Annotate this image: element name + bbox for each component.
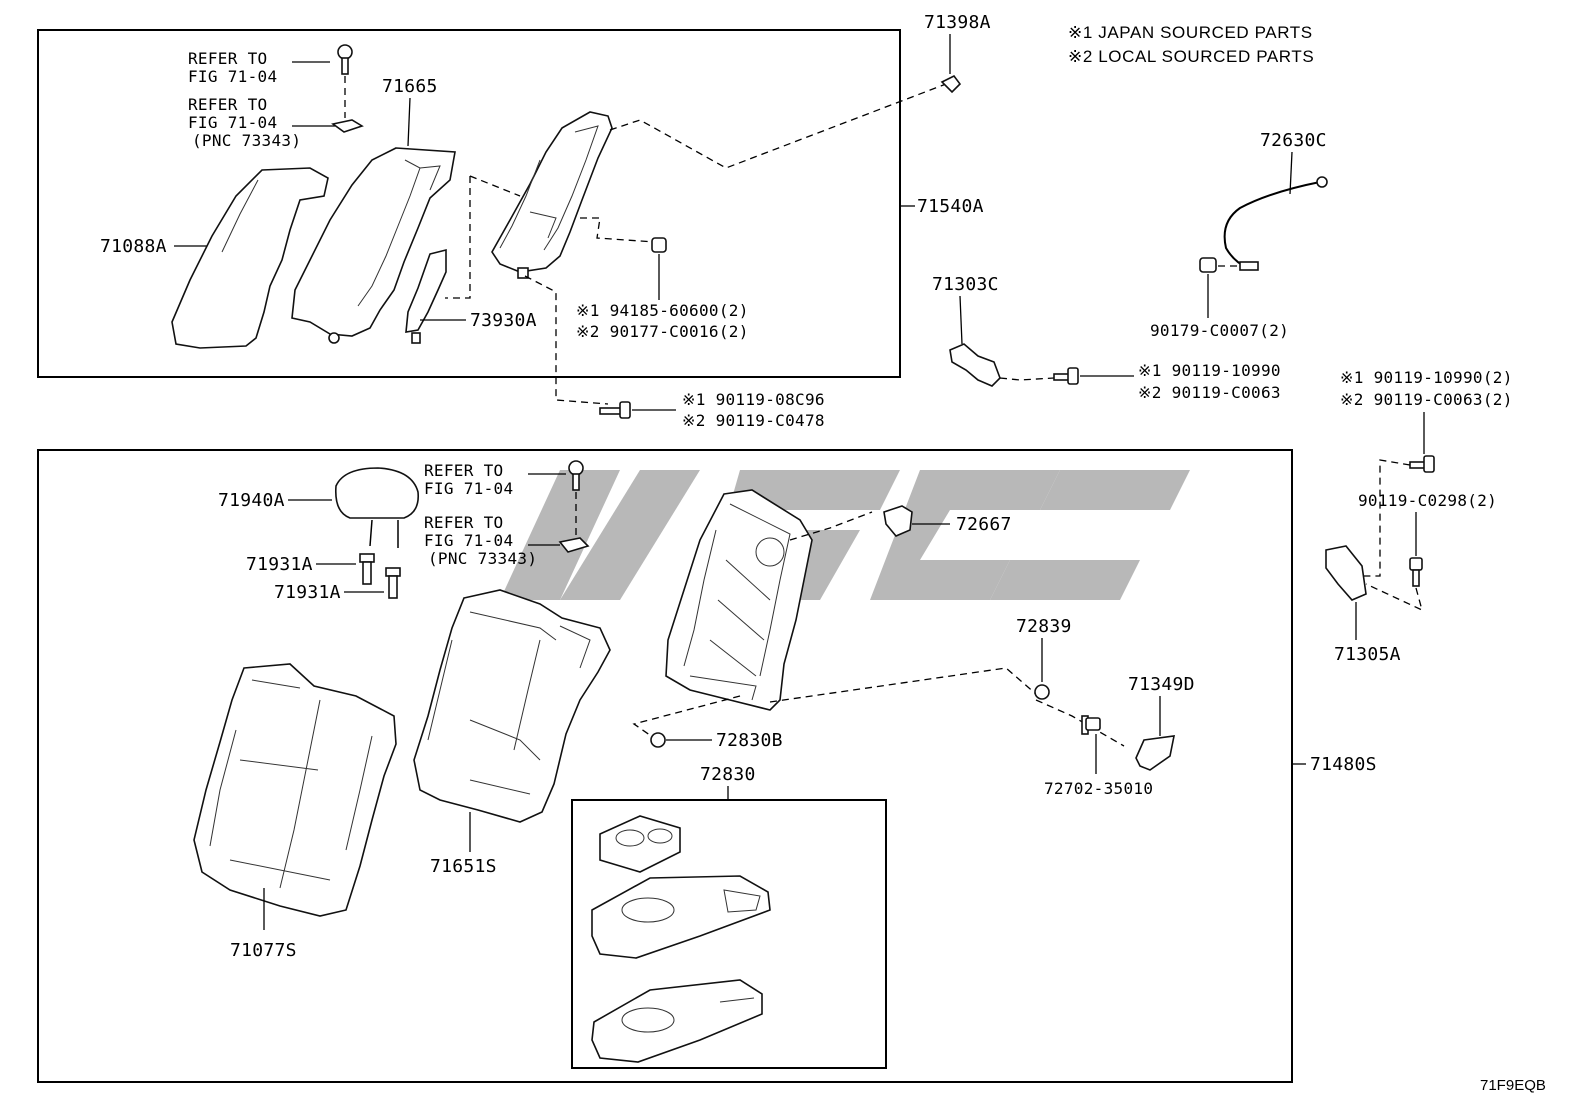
refer-note-lower-1: REFER TO FIG 71-04 <box>424 461 513 498</box>
label-72830: 72830 <box>700 764 756 785</box>
note-local-sourced: ※2 LOCAL SOURCED PARTS <box>1068 47 1314 66</box>
armrest-upper <box>591 875 771 959</box>
headrest-guide-icon <box>385 567 401 599</box>
cable-72630C <box>1223 176 1328 271</box>
label-90179-C0007: 90179-C0007(2) <box>1150 321 1289 340</box>
label-72667: 72667 <box>956 514 1012 535</box>
label-71077S: 71077S <box>230 940 297 961</box>
nut-icon <box>651 237 667 253</box>
label-71088A: 71088A <box>100 236 167 257</box>
label-fastener-d-japan: ※1 90119-10990(2) <box>1340 368 1513 387</box>
svg-text:REFER TO: REFER TO <box>188 49 267 68</box>
label-71305A: 71305A <box>1334 644 1401 665</box>
label-90119-C0298: 90119-C0298(2) <box>1358 491 1497 510</box>
clip-icon <box>331 119 364 133</box>
label-71398A: 71398A <box>924 12 991 33</box>
refer-note-upper-2: REFER TO FIG 71-04 (PNC 73343) <box>188 95 301 150</box>
bolt-icon <box>599 401 631 419</box>
label-72702-35010: 72702-35010 <box>1044 779 1153 798</box>
svg-text:(PNC 73343): (PNC 73343) <box>192 131 301 150</box>
seatback-cover-71088A <box>171 167 329 349</box>
label-71940A: 71940A <box>218 490 285 511</box>
lower-assembly-frame <box>37 449 1293 1083</box>
headrest-guide-icon <box>359 553 375 585</box>
clip-icon <box>558 537 590 553</box>
headrest-71940A <box>334 467 420 548</box>
svg-text:(PNC 73343): (PNC 73343) <box>428 549 537 568</box>
bolt-icon <box>1409 557 1423 587</box>
refer-note-lower-2: REFER TO FIG 71-04 (PNC 73343) <box>424 513 537 568</box>
bolt-icon <box>1053 367 1079 385</box>
label-71480S: 71480S <box>1310 754 1377 775</box>
label-fastener-b-local: ※2 90119-C0478 <box>682 411 825 430</box>
diagram-code: 71F9EQB <box>1480 1077 1546 1094</box>
seatback-pad-71665 <box>291 147 456 344</box>
label-72630C: 72630C <box>1260 130 1327 151</box>
label-71665: 71665 <box>382 76 438 97</box>
label-73930A: 73930A <box>470 310 537 331</box>
armrest-lower <box>591 979 763 1063</box>
label-71540A: 71540A <box>917 196 984 217</box>
screw-icon <box>568 460 584 491</box>
label-71303C: 71303C <box>932 274 999 295</box>
svg-text:FIG 71-04: FIG 71-04 <box>424 531 513 550</box>
side-panel-73930A <box>405 248 447 344</box>
bracket-71303C <box>949 343 1001 387</box>
bracket-71305A <box>1325 545 1367 601</box>
label-72830B: 72830B <box>716 730 783 751</box>
bolt-icon <box>1081 715 1101 735</box>
seatback-frame-lower <box>665 489 813 711</box>
bolt-icon <box>1409 455 1435 473</box>
label-71931A-b: 71931A <box>274 582 341 603</box>
clip-90179 <box>1199 257 1217 273</box>
clip-71398A <box>940 74 962 94</box>
nut-icon <box>1034 684 1050 700</box>
svg-text:FIG 71-04: FIG 71-04 <box>188 113 277 132</box>
label-fastener-a-japan: ※1 94185-60600(2) <box>576 301 749 320</box>
svg-text:REFER TO: REFER TO <box>424 461 503 480</box>
label-71651S: 71651S <box>430 856 497 877</box>
upper-assembly-frame <box>37 29 901 378</box>
svg-text:FIG 71-04: FIG 71-04 <box>424 479 513 498</box>
label-fastener-c-local: ※2 90119-C0063 <box>1138 383 1281 402</box>
label-71349D: 71349D <box>1128 674 1195 695</box>
seatback-cover-71077S <box>193 663 397 917</box>
label-fastener-b-japan: ※1 90119-08C96 <box>682 390 825 409</box>
seatback-pad-71651S <box>413 589 611 823</box>
note-japan-sourced: ※1 JAPAN SOURCED PARTS <box>1068 23 1313 42</box>
seatback-frame <box>491 111 613 279</box>
svg-text:REFER TO: REFER TO <box>188 95 267 114</box>
nut-icon <box>650 732 666 748</box>
svg-text:FIG 71-04: FIG 71-04 <box>188 67 277 86</box>
label-fastener-a-local: ※2 90177-C0016(2) <box>576 322 749 341</box>
refer-note-upper-1: REFER TO FIG 71-04 <box>188 49 277 86</box>
armrest-subassembly-frame <box>571 799 887 1069</box>
cup-holder-insert <box>599 815 681 873</box>
clip-72667 <box>883 505 913 537</box>
watermark-logo <box>500 470 1190 600</box>
label-fastener-d-local: ※2 90119-C0063(2) <box>1340 390 1513 409</box>
cover-71349D <box>1135 735 1176 771</box>
svg-text:REFER TO: REFER TO <box>424 513 503 532</box>
label-72839: 72839 <box>1016 616 1072 637</box>
label-71931A-a: 71931A <box>246 554 313 575</box>
screw-icon <box>337 44 353 75</box>
label-fastener-c-japan: ※1 90119-10990 <box>1138 361 1281 380</box>
